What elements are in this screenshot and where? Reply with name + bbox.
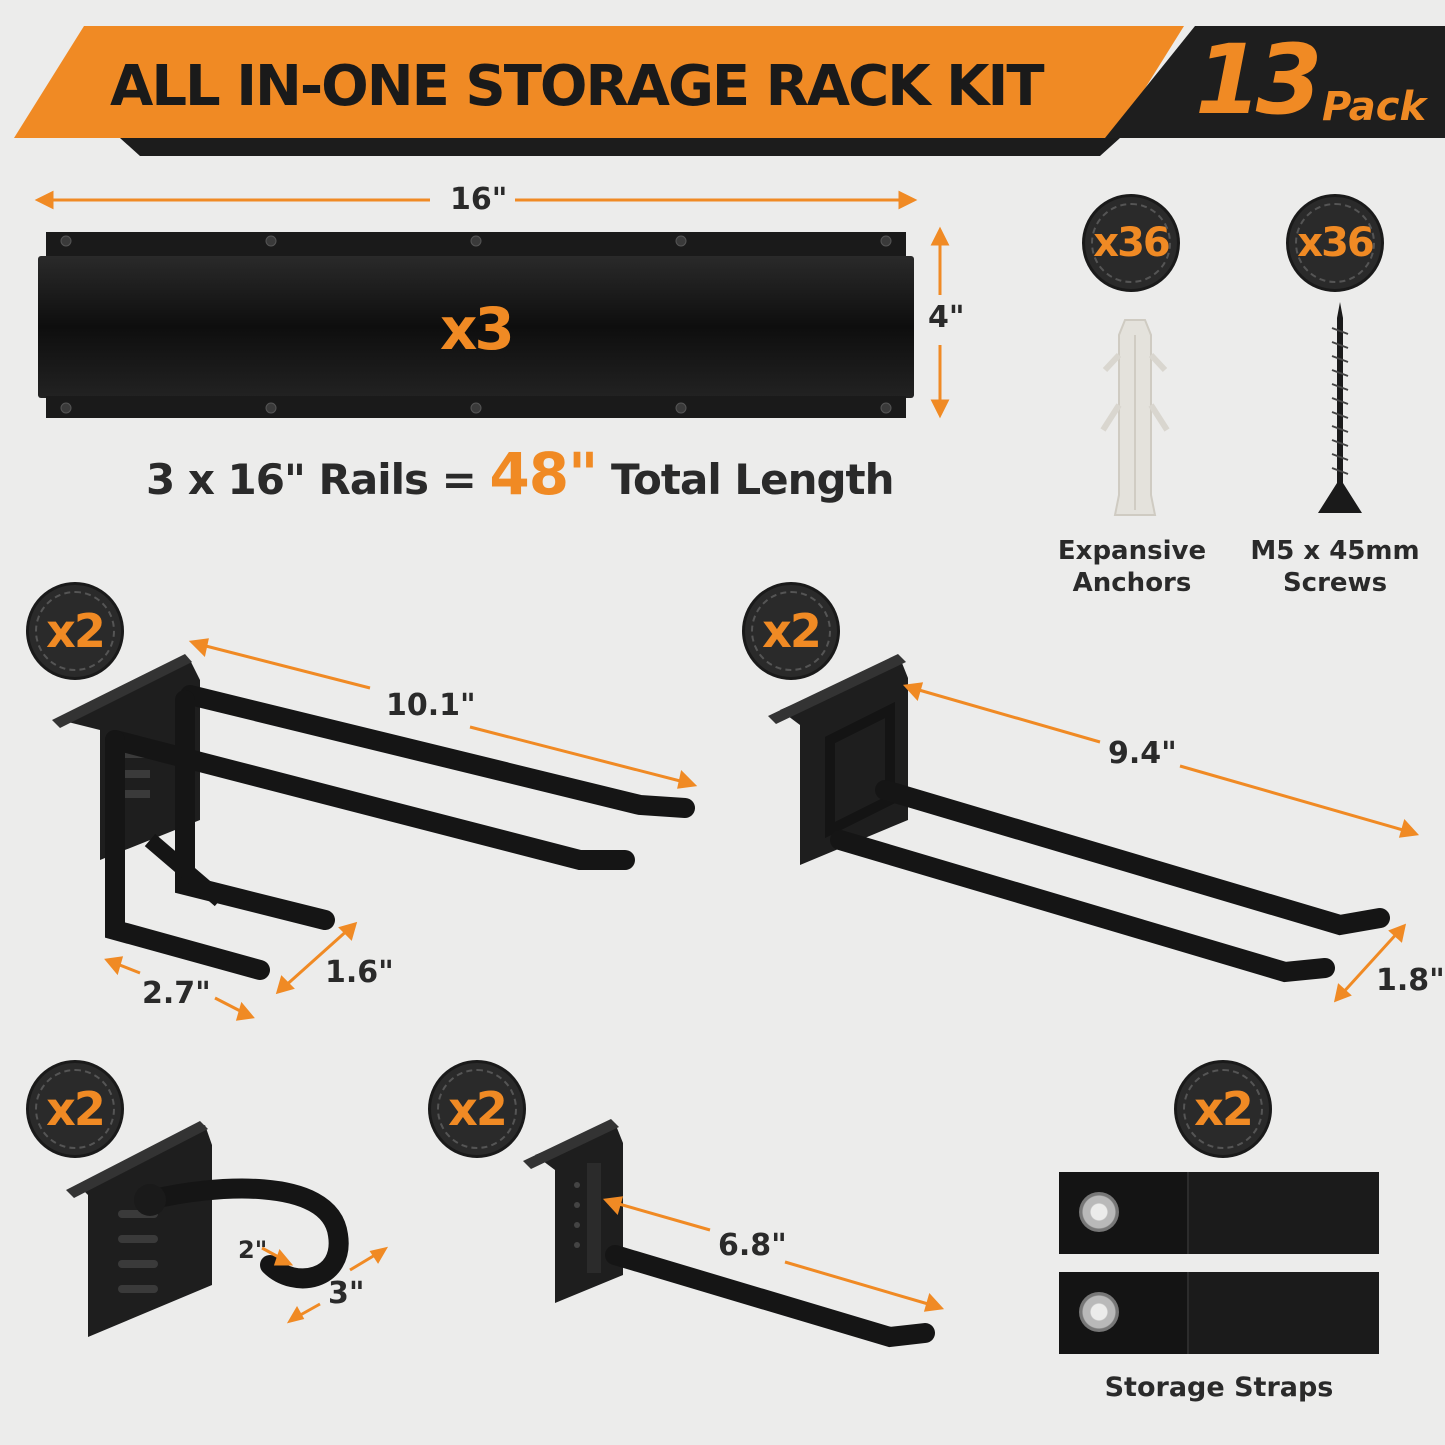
double-hook-width-label: 2.7" xyxy=(142,976,211,1011)
double-hook-depth-label: 1.6" xyxy=(325,955,394,990)
j-hook-image xyxy=(66,1121,349,1337)
storage-strap xyxy=(1059,1172,1379,1254)
anchor-icon xyxy=(1100,319,1170,516)
anchors-caption: Expansive Anchors xyxy=(1040,535,1224,599)
double-hook-dimension-arrows xyxy=(104,638,698,1021)
pack-count: 13 xyxy=(1195,24,1323,136)
double-hook-length-label: 10.1" xyxy=(386,688,476,723)
long-hook-dimension-arrows xyxy=(902,682,1420,1003)
screws-caption-line1: M5 x 45mm xyxy=(1250,536,1420,566)
j-hook-dimension-arrows xyxy=(261,1246,389,1324)
long-hook-quantity-badge: x2 xyxy=(742,582,840,680)
j-hook-outer-label: 3" xyxy=(328,1276,365,1311)
grommet-icon xyxy=(1079,1192,1119,1232)
single-hook-length-label: 6.8" xyxy=(718,1228,787,1263)
single-hook-dimension-arrows xyxy=(602,1196,945,1312)
rail xyxy=(38,256,914,398)
total-prefix: 3 x 16" Rails = xyxy=(146,455,490,504)
banner-shadow xyxy=(120,138,1120,156)
double-hook-quantity-badge: x2 xyxy=(26,582,124,680)
banner-title: ALL IN-ONE STORAGE RACK KIT xyxy=(110,54,1045,119)
rail-screw-holes xyxy=(60,235,892,414)
double-hook-image xyxy=(52,654,695,980)
rail-height-label: 4" xyxy=(928,300,965,335)
rail-total-length: 3 x 16" Rails = 48" Total Length xyxy=(146,440,895,508)
long-hook-spacing-label: 1.8" xyxy=(1376,963,1445,998)
single-hook-quantity-badge: x2 xyxy=(428,1060,526,1158)
j-hook-inner-label: 2" xyxy=(238,1236,268,1264)
anchors-caption-line2: Anchors xyxy=(1072,568,1192,598)
single-hook-image xyxy=(523,1119,935,1348)
pack-label: Pack xyxy=(1322,84,1427,130)
screws-quantity-badge: x36 xyxy=(1286,194,1384,292)
total-highlight: 48" xyxy=(489,440,598,508)
straps-quantity-badge: x2 xyxy=(1174,1060,1272,1158)
screws-caption-line2: Screws xyxy=(1282,568,1388,598)
j-hook-quantity-badge: x2 xyxy=(26,1060,124,1158)
anchors-caption-line1: Expansive xyxy=(1057,536,1207,566)
rail-dimension-arrows xyxy=(34,190,950,419)
anchors-quantity-badge: x36 xyxy=(1082,194,1180,292)
rail-quantity: x3 xyxy=(440,295,515,363)
long-double-hook-image xyxy=(768,654,1390,983)
storage-strap xyxy=(1059,1272,1379,1354)
screws-caption: M5 x 45mm Screws xyxy=(1245,535,1425,599)
rail-width-label: 16" xyxy=(450,182,508,217)
straps-caption: Storage Straps xyxy=(1104,1372,1334,1403)
title-banner xyxy=(14,26,1184,138)
screw-icon xyxy=(1318,302,1362,513)
grommet-icon xyxy=(1079,1292,1119,1332)
long-hook-length-label: 9.4" xyxy=(1108,736,1177,771)
total-suffix: Total Length xyxy=(597,455,895,504)
